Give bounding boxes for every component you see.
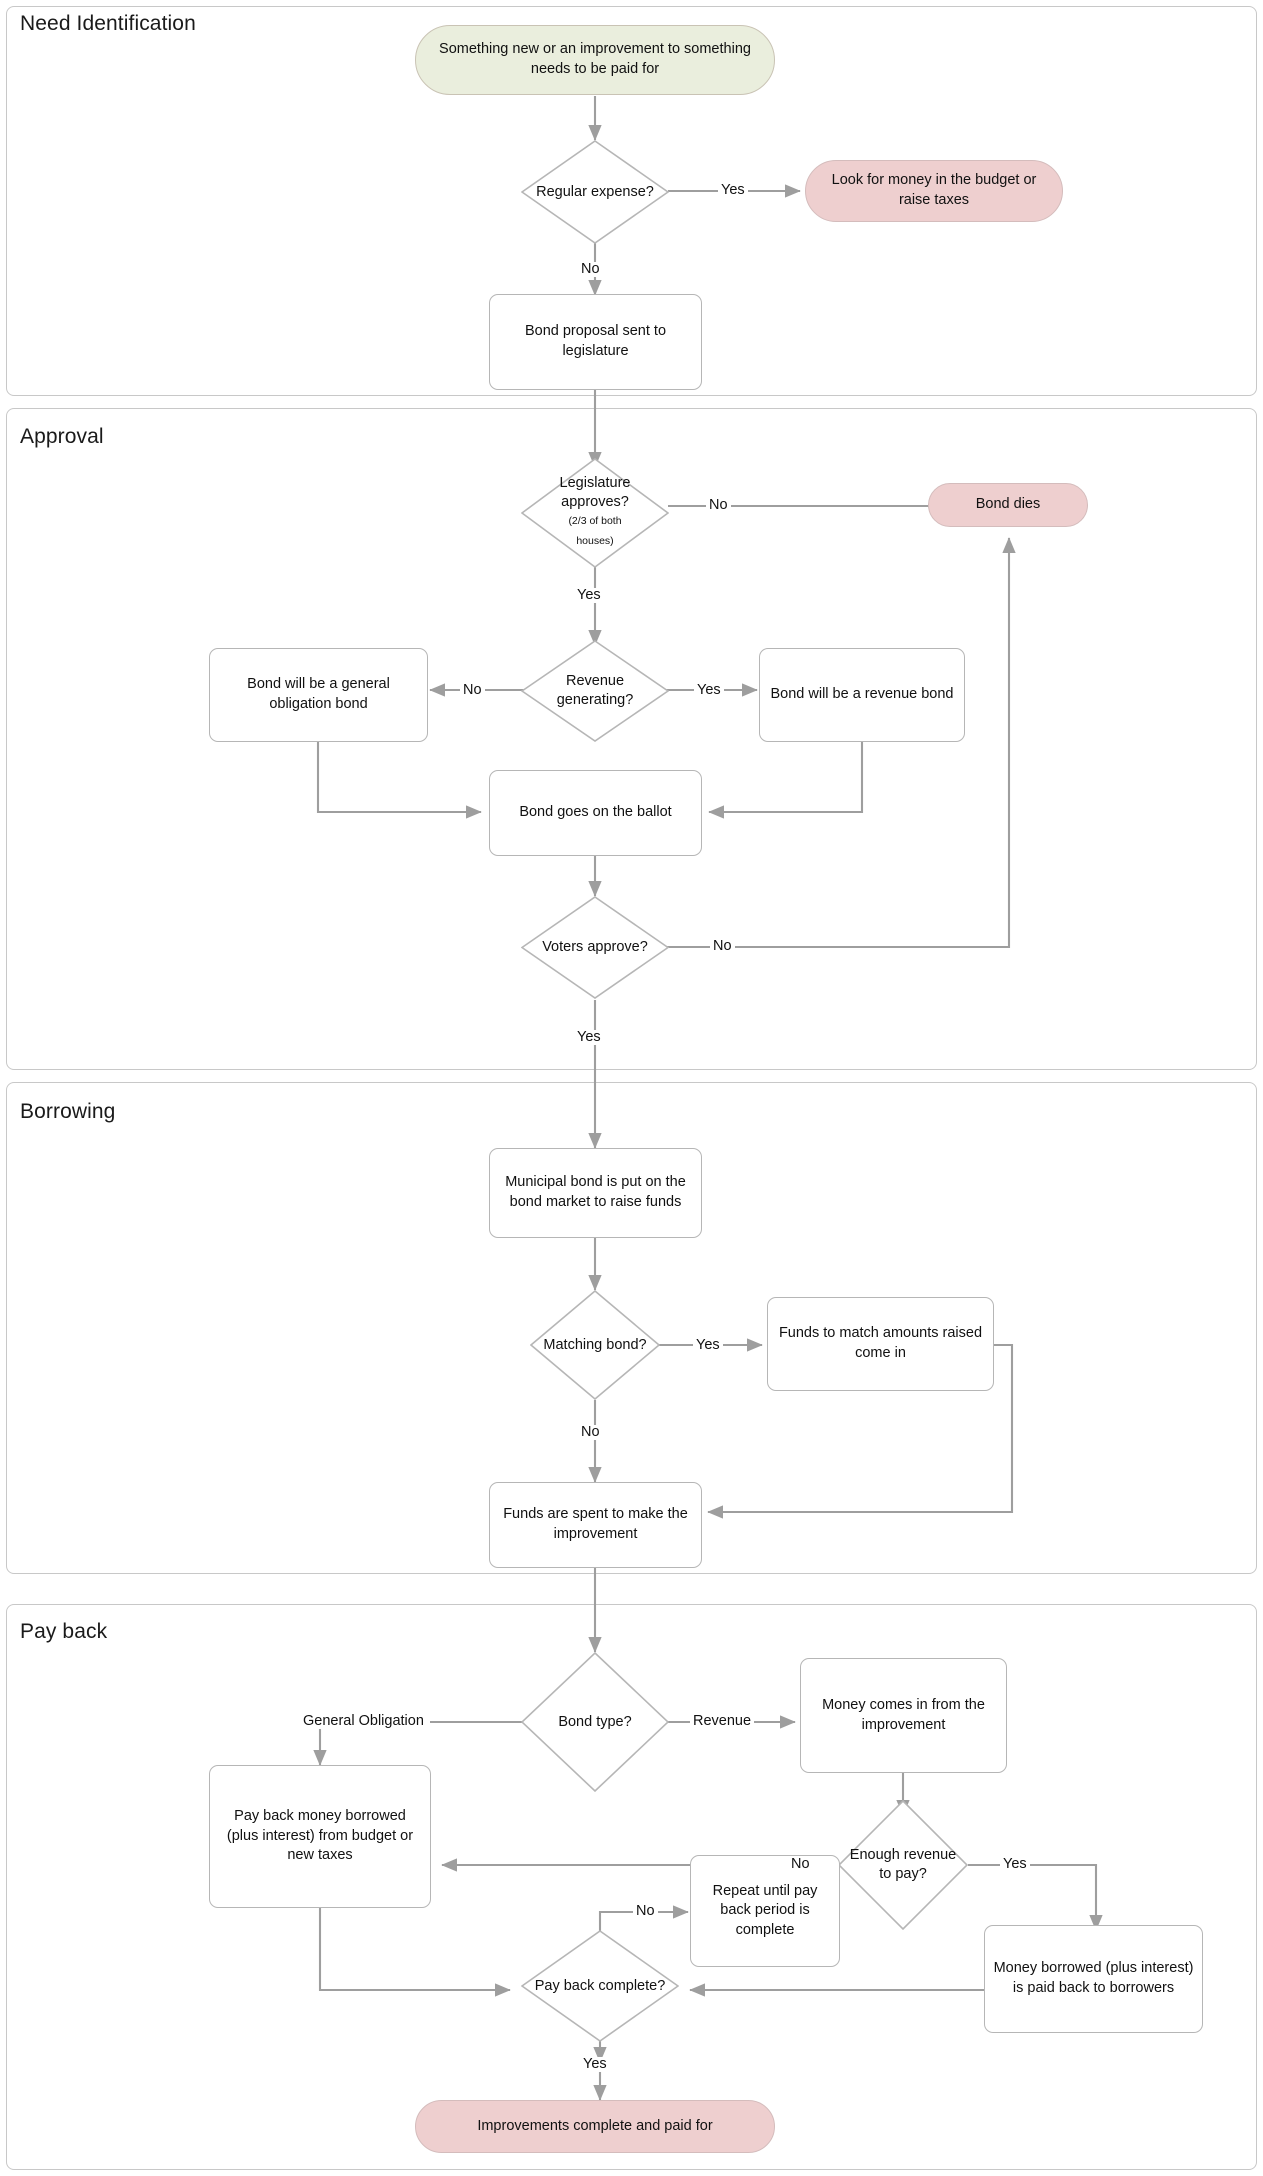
- node-money-paid-back[interactable]: Money borrowed (plus interest) is paid b…: [984, 1925, 1203, 2033]
- node-funds-to-match[interactable]: Funds to match amounts raised come in: [767, 1297, 994, 1391]
- edge-label-matching-no: No: [578, 1425, 603, 1440]
- edge-label-voters-no: No: [710, 939, 735, 954]
- lane-title-need-identification: Need Identification: [20, 12, 196, 35]
- node-bond-proposal-label: Bond proposal sent to legislature: [524, 323, 667, 359]
- node-regular-expense[interactable]: Regular expense?: [521, 140, 669, 244]
- node-voters-approve[interactable]: Voters approve?: [521, 896, 669, 999]
- lane-title-approval: Approval: [20, 425, 104, 448]
- node-start[interactable]: Something new or an improvement to somet…: [415, 25, 775, 95]
- edge-label-regular-yes: Yes: [718, 183, 748, 198]
- node-matching-bond[interactable]: Matching bond?: [530, 1290, 660, 1400]
- node-bond-proposal[interactable]: Bond proposal sent to legislature: [489, 294, 702, 390]
- node-enough-revenue-label: Enough revenue to pay?: [849, 1847, 957, 1882]
- edge-label-revenue-no: No: [460, 683, 485, 698]
- node-pay-back-money-label: Pay back money borrowed (plus interest) …: [226, 1808, 414, 1864]
- node-regular-expense-label: Regular expense?: [536, 183, 654, 200]
- node-revenue-generating-label: Revenue generating?: [556, 673, 634, 708]
- legislature-sub-line2: houses): [576, 534, 614, 547]
- node-pay-back-complete-label: Pay back complete?: [534, 1977, 666, 1994]
- edge-label-voters-yes: Yes: [574, 1030, 604, 1045]
- lane-approval: [6, 408, 1257, 1070]
- edge-label-enough-yes: Yes: [1000, 1857, 1030, 1872]
- edge-label-payback-no: No: [633, 1904, 658, 1919]
- node-money-comes-in[interactable]: Money comes in from the improvement: [800, 1658, 1007, 1773]
- node-matching-bond-label: Matching bond?: [543, 1336, 647, 1353]
- lane-title-borrowing: Borrowing: [20, 1100, 116, 1123]
- lane-title-pay-back: Pay back: [20, 1620, 108, 1643]
- node-improvements-complete-label: Improvements complete and paid for: [477, 2117, 713, 2134]
- node-bond-type[interactable]: Bond type?: [521, 1652, 669, 1792]
- node-general-obligation-bond[interactable]: Bond will be a general obligation bond: [209, 648, 428, 742]
- lane-need-identification: [6, 6, 1257, 396]
- node-bond-dies[interactable]: Bond dies: [928, 483, 1088, 527]
- node-repeat-until[interactable]: Repeat until pay back period is complete: [690, 1855, 840, 1967]
- edge-label-bondtype-general: General Obligation: [300, 1714, 427, 1729]
- edge-label-legislature-no: No: [706, 498, 731, 513]
- node-municipal-bond-label: Municipal bond is put on the bond market…: [505, 1174, 686, 1210]
- node-improvements-complete[interactable]: Improvements complete and paid for: [415, 2100, 775, 2153]
- node-ballot-label: Bond goes on the ballot: [519, 804, 672, 821]
- node-bond-type-label: Bond type?: [558, 1713, 632, 1730]
- node-money-comes-in-label: Money comes in from the improvement: [822, 1696, 985, 1733]
- node-ballot[interactable]: Bond goes on the ballot: [489, 770, 702, 856]
- node-revenue-generating[interactable]: Revenue generating?: [521, 640, 669, 742]
- node-enough-revenue[interactable]: Enough revenue to pay?: [838, 1800, 968, 1930]
- node-legislature-approves-label: Legislature approves? (2/3 of both house…: [529, 474, 661, 552]
- node-funds-spent[interactable]: Funds are spent to make the improvement: [489, 1482, 702, 1568]
- node-pay-back-complete[interactable]: Pay back complete?: [521, 1930, 679, 2042]
- node-revenue-bond[interactable]: Bond will be a revenue bond: [759, 648, 965, 742]
- node-funds-to-match-label: Funds to match amounts raised come in: [778, 1325, 983, 1361]
- node-funds-spent-label: Funds are spent to make the improvement: [503, 1506, 688, 1542]
- lane-pay-back: [6, 1604, 1257, 2170]
- node-general-obligation-bond-label: Bond will be a general obligation bond: [247, 676, 390, 712]
- node-municipal-bond[interactable]: Municipal bond is put on the bond market…: [489, 1148, 702, 1238]
- edge-label-matching-yes: Yes: [693, 1338, 723, 1353]
- legislature-sub-line1: (2/3 of both: [568, 514, 622, 527]
- node-bond-dies-label: Bond dies: [975, 496, 1041, 513]
- edge-label-payback-yes: Yes: [580, 2057, 610, 2072]
- edge-label-bondtype-revenue: Revenue: [690, 1714, 755, 1729]
- node-look-for-money-label: Look for money in the budget or raise ta…: [831, 172, 1037, 208]
- legislature-main-text: Legislature approves?: [559, 475, 631, 511]
- edge-label-enough-no: No: [788, 1857, 813, 1872]
- node-money-paid-back-label: Money borrowed (plus interest) is paid b…: [993, 1960, 1194, 1996]
- node-legislature-approves[interactable]: Legislature approves? (2/3 of both house…: [521, 458, 669, 568]
- node-voters-approve-label: Voters approve?: [542, 939, 648, 956]
- node-look-for-money[interactable]: Look for money in the budget or raise ta…: [805, 160, 1063, 222]
- node-revenue-bond-label: Bond will be a revenue bond: [770, 686, 954, 703]
- edge-label-revenue-yes: Yes: [694, 683, 724, 698]
- node-start-label: Something new or an improvement to somet…: [439, 41, 751, 77]
- lane-borrowing: [6, 1082, 1257, 1574]
- edge-label-regular-no: No: [578, 262, 603, 277]
- node-pay-back-money[interactable]: Pay back money borrowed (plus interest) …: [209, 1765, 431, 1908]
- edge-label-legislature-yes: Yes: [574, 588, 604, 603]
- node-repeat-until-label: Repeat until pay back period is complete: [712, 1882, 818, 1938]
